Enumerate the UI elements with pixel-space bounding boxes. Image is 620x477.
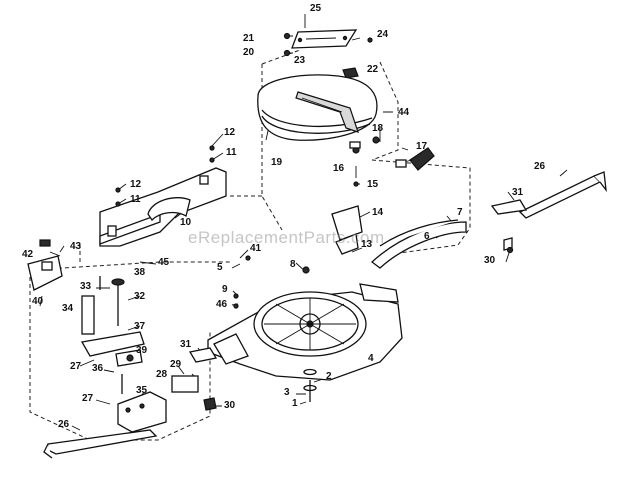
- callout-42: 42: [22, 249, 34, 260]
- callout-12-left: 12: [130, 179, 142, 190]
- callout-45: 45: [158, 257, 170, 268]
- callout-8: 8: [290, 259, 296, 270]
- callout-31-right: 31: [512, 187, 524, 198]
- callout-20: 20: [243, 47, 255, 58]
- callout-26-left: 26: [58, 419, 70, 430]
- callout-14: 14: [372, 207, 384, 218]
- callout-24: 24: [377, 29, 389, 40]
- callout-18: 18: [372, 123, 384, 134]
- turntable-base: [207, 283, 403, 381]
- callout-4: 4: [368, 353, 374, 364]
- callout-27-upper: 27: [70, 361, 82, 372]
- hardware: [115, 32, 514, 309]
- assembly-boundary-left: [29, 261, 232, 441]
- callout-40: 40: [32, 296, 44, 307]
- blade-guard: [257, 74, 378, 154]
- callout-15: 15: [367, 179, 379, 190]
- callout-30-bottom: 30: [224, 400, 236, 411]
- callout-21: 21: [243, 33, 255, 44]
- callout-37: 37: [134, 321, 146, 332]
- upper-guard-plate: [291, 29, 359, 79]
- callout-41: 41: [250, 243, 262, 254]
- callout-30-right: 30: [484, 255, 496, 266]
- callout-43: 43: [70, 241, 82, 252]
- callout-1: 1: [292, 398, 298, 409]
- callout-31: 31: [180, 339, 192, 350]
- callout-16: 16: [333, 163, 345, 174]
- callout-23: 23: [294, 55, 306, 66]
- extension-rod-right: [490, 171, 607, 251]
- callout-33: 33: [80, 281, 92, 292]
- callout-12: 12: [224, 127, 236, 138]
- callout-9: 9: [222, 284, 228, 295]
- callout-5: 5: [217, 262, 223, 273]
- bevel-bracket: [27, 239, 63, 291]
- miter-scale: [370, 219, 467, 269]
- lower-clamp: [117, 374, 167, 433]
- callout-19: 19: [271, 157, 283, 168]
- callout-22: 22: [367, 64, 379, 75]
- callout-17: 17: [416, 141, 428, 152]
- callout-11: 11: [130, 194, 141, 205]
- callout-26-right: 26: [534, 161, 546, 172]
- callout-25: 25: [310, 3, 322, 14]
- callout-35: 35: [136, 385, 148, 396]
- assembly-boundary-right: [371, 159, 471, 255]
- callout-32: 32: [134, 291, 146, 302]
- callout-7: 7: [457, 207, 463, 218]
- callout-11-upper: 11: [226, 147, 237, 158]
- callout-28: 28: [156, 369, 168, 380]
- lock-knob: [395, 147, 435, 171]
- callout-29: 29: [170, 359, 182, 370]
- callout-6: 6: [424, 231, 430, 242]
- callout-44: 44: [398, 107, 410, 118]
- extension-rod-left: [43, 429, 158, 459]
- studs-left: [81, 276, 125, 335]
- watermark-text: eReplacementParts.com: [188, 228, 385, 247]
- callout-10: 10: [180, 217, 192, 228]
- callout-38: 38: [134, 267, 146, 278]
- callout-36: 36: [92, 363, 104, 374]
- callout-27-lower: 27: [82, 393, 94, 404]
- callout-39: 39: [136, 345, 148, 356]
- fence-left: [99, 167, 227, 247]
- callout-3: 3: [284, 387, 290, 398]
- callout-13: 13: [361, 239, 373, 250]
- lock-lever: [171, 347, 218, 411]
- bevel-arm: [80, 331, 145, 367]
- callout-34: 34: [62, 303, 74, 314]
- bottom-screws: [303, 368, 317, 402]
- assembly-boundary-fence: [79, 195, 262, 262]
- support-bracket: [331, 205, 363, 255]
- callout-46: 46: [216, 299, 228, 310]
- callout-2: 2: [326, 371, 332, 382]
